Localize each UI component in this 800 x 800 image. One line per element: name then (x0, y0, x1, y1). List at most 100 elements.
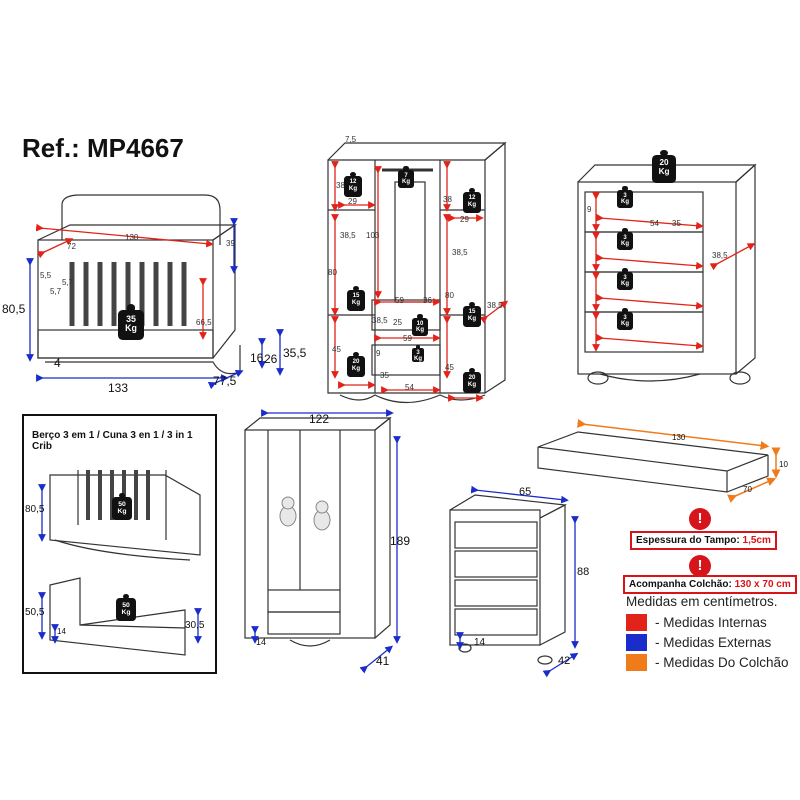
wardrobe-open-dim-drawer-h: 25 (393, 318, 402, 327)
crib-dim-leg: 16 (250, 351, 264, 365)
weight-unit: Kg (467, 200, 477, 208)
swatch-external (626, 633, 647, 651)
crib-dim-total-height: 80,5 (2, 302, 26, 316)
wardrobe-open-dim-cell-h3: 80 (328, 268, 337, 277)
crib-dim-inner-left: 72 (67, 242, 76, 251)
weight-knob (622, 268, 628, 273)
legend-item-internal: - Medidas Internas (626, 612, 789, 632)
wardrobe-closed-external-dims (251, 409, 401, 674)
weight-value: 10 (416, 320, 424, 327)
weight-unit: Kg (351, 364, 361, 372)
weight-knob (417, 314, 423, 319)
legend-header: Medidas em centímetros. (626, 594, 778, 609)
weight-unit: Kg (467, 380, 477, 388)
weight-value: 20 (659, 158, 669, 168)
wardrobe-open-dim-drawer-w2: 35 (380, 371, 389, 380)
crib-internal-dims (35, 223, 214, 340)
wardrobe-height: 189 (390, 534, 410, 548)
weight-unit: Kg (621, 321, 629, 328)
wardrobe-open-dim-right-h3: 80 (445, 291, 454, 300)
dresser-leg: 14 (474, 637, 486, 648)
top-thickness-label: Espessura do Tampo: (636, 535, 740, 546)
weight-value: 50 (122, 601, 130, 609)
crib-dim-total-width: 133 (108, 381, 128, 395)
weight-value: 35 (126, 313, 136, 324)
crib-mode2-drawing (49, 577, 186, 656)
weight-knob (659, 149, 669, 157)
crib-modes-panel: Berço 3 em 1 / Cuna 3 en 1 / 3 in 1 Crib (22, 414, 217, 674)
weight-knob (622, 186, 628, 191)
weight-knob (415, 345, 421, 349)
wardrobe-open-dim-cell-h1: 38 (336, 181, 345, 190)
weight-value: 12 (468, 194, 476, 202)
dresser-open-dim-drawer-d: 35 (672, 219, 681, 228)
weight-unit: Kg (414, 356, 422, 363)
wardrobe-open-dim-right-w1: 29 (460, 215, 469, 224)
weight-unit: Kg (402, 179, 410, 186)
dresser-open-internal-dims (592, 192, 756, 352)
wardrobe-open-dim-center-w2: 36 (423, 296, 432, 305)
weight-knob (622, 228, 628, 233)
weight-unit: Kg (125, 322, 137, 333)
crib-dim-side-b: 5,7 (62, 278, 74, 287)
top-thickness-value: 1,5cm (742, 535, 771, 546)
weight-unit: Kg (621, 199, 629, 206)
weight-knob (622, 308, 628, 313)
weight-value: 3 (623, 234, 627, 241)
dresser-depth: 42 (558, 655, 570, 667)
crib-modes-external-dims (38, 484, 202, 644)
wardrobe-open-internal-dims (331, 161, 509, 402)
crib-dim-base: 4 (54, 356, 61, 370)
weight-value: 3 (623, 192, 627, 199)
swatch-internal (626, 613, 647, 631)
mattress-included-label: Acompanha Colchão: (629, 579, 732, 590)
dresser-height: 88 (577, 566, 589, 578)
wardrobe-open-dim-cell-h4: 45 (332, 345, 341, 354)
weight-value: 20 (468, 374, 476, 382)
weight-unit: Kg (621, 281, 629, 288)
top-thickness-note: Espessura do Tampo: 1,5cm (630, 531, 777, 550)
weight-value: 15 (352, 292, 360, 300)
weight-unit: Kg (467, 314, 477, 322)
wardrobe-width: 122 (309, 412, 329, 426)
wardrobe-depth: 41 (376, 654, 390, 668)
dresser-closed-external-dims (456, 485, 579, 678)
teddy-bear-icons (279, 496, 331, 531)
weight-unit: Kg (416, 327, 424, 334)
crib-mode1-bars (86, 470, 150, 520)
crib-mode2-height: 50,5 (25, 607, 45, 618)
weight-knob (126, 304, 136, 312)
wardrobe-leg: 14 (256, 637, 266, 647)
weight-knob (352, 286, 360, 292)
wardrobe-closed-drawing (244, 416, 392, 647)
wardrobe-open-dim-top: 7,5 (345, 135, 357, 144)
dresser-open-dim-side-d: 38,5 (712, 251, 728, 260)
weight-value: 12 (349, 178, 357, 186)
wardrobe-open-dim-right-h1: 38 (443, 195, 452, 204)
dresser-open-dim-drawer-h: 9 (587, 205, 592, 214)
weight-unit: Kg (117, 507, 127, 515)
wardrobe-open-dim-right-h2: 38,5 (452, 248, 468, 257)
crib-dim-side-c: 5,7 (50, 287, 62, 296)
mattress-included-note: Acompanha Colchão: 130 x 70 cm (623, 575, 797, 594)
wardrobe-open-dim-cell-w1: 29 (348, 197, 357, 206)
crib-mode2-side: 30,5 (185, 620, 205, 631)
crib-modes-panel-title: Berço 3 em 1 / Cuna 3 en 1 / 3 in 1 Crib (32, 430, 193, 452)
weight-knob (352, 352, 360, 358)
legend-item-external: - Medidas Externas (626, 632, 789, 652)
mattress-included-value: 130 x 70 cm (734, 579, 791, 590)
crib-external-dims (26, 218, 284, 390)
weight-knob (468, 188, 476, 194)
wardrobe-open-dim-center-h: 103 (366, 231, 380, 240)
weight-knob (403, 166, 409, 171)
weight-value: 15 (468, 308, 476, 316)
